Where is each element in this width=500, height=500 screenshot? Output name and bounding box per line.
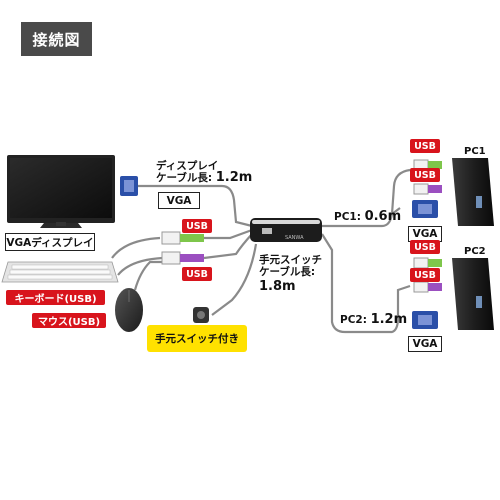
pc2-cable-length: 1.2m — [370, 312, 408, 327]
mouse-label: マウス(USB) — [32, 313, 106, 328]
pc2-usb-tag-1: USB — [410, 240, 440, 254]
pc2-name: PC2 — [464, 246, 486, 257]
vga-connector-icon — [120, 176, 138, 196]
switch-cable-label: 手元スイッチ ケーブル長: 1.8m — [259, 254, 322, 293]
switch-cable-line2: ケーブル長: — [259, 266, 316, 278]
pc2-tower-icon — [452, 258, 494, 330]
unit-brand-text: SANWA — [285, 235, 304, 241]
remote-switch-icon — [193, 307, 209, 323]
pc2-cable-prefix: PC2: — [340, 314, 371, 326]
pc2-cable-label: PC2: 1.2m — [340, 312, 408, 327]
diagram-title: 接続図 — [21, 22, 92, 56]
display-cable-length: 1.2m — [215, 170, 253, 185]
pc1-cable-prefix: PC1: — [334, 211, 365, 223]
pc2-vga-label: VGA — [408, 336, 442, 352]
pc1-tower-icon — [452, 158, 494, 226]
remote-switch-label: 手元スイッチ付き — [147, 325, 247, 352]
display-cable-label-line2: ケーブル長: — [156, 172, 216, 184]
display-cable-label: ディスプレイ ケーブル長: 1.2m — [156, 160, 252, 184]
pc1-cable-label: PC1: 0.6m — [334, 209, 402, 224]
console-usb-tag-1: USB — [182, 219, 212, 233]
vga-display-label: VGAディスプレイ — [5, 233, 95, 251]
keyboard-icon — [1, 261, 119, 283]
cables — [111, 168, 411, 334]
pc1-name: PC1 — [464, 146, 486, 157]
console-usb-tag-2: USB — [182, 267, 212, 281]
pc1-usb-tag-1: USB — [410, 139, 440, 153]
switch-cable-line1: 手元スイッチ — [259, 254, 322, 266]
pc2-vga-plug — [412, 311, 438, 329]
display-vga-label: VGA — [158, 192, 200, 209]
pc1-vga-plug — [412, 200, 438, 218]
pc1-usb-tag-2: USB — [410, 168, 440, 182]
switch-cable-length: 1.8m — [259, 279, 296, 294]
monitor-icon — [7, 155, 115, 228]
keyboard-label: キーボード(USB) — [6, 290, 105, 305]
display-cable-label-line1: ディスプレイ — [156, 160, 219, 172]
kvm-switch-unit — [250, 218, 322, 242]
mouse-icon — [115, 288, 143, 332]
pc1-cable-length: 0.6m — [364, 209, 402, 224]
pc2-usb-tag-2: USB — [410, 268, 440, 282]
console-usb-plugs — [161, 231, 204, 265]
